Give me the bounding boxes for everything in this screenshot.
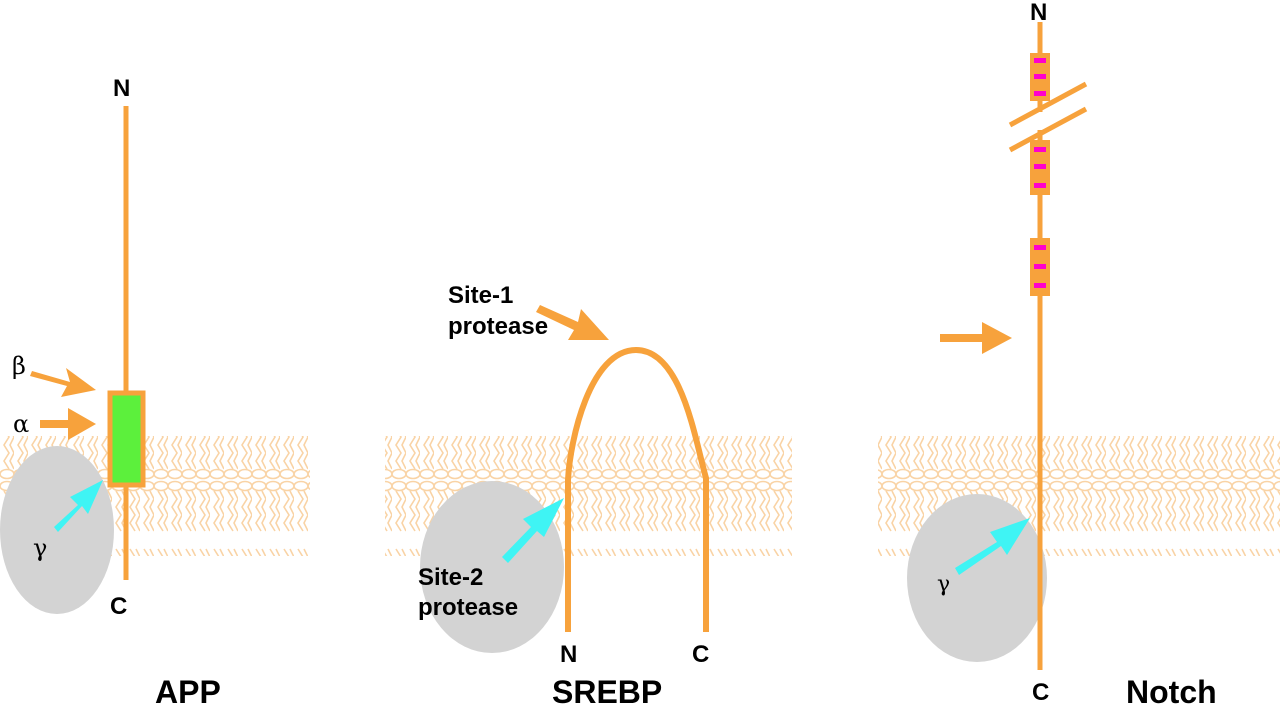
site1-label-line1: Site-1	[448, 282, 513, 309]
beta-cleavage-arrow	[30, 368, 96, 397]
app-gamma-arrow	[54, 480, 103, 532]
site2-label-line1: Site-2	[418, 564, 483, 591]
notch-repeat-block-1	[1030, 53, 1050, 101]
alpha-label: α	[13, 410, 29, 438]
alpha-cleavage-arrow	[40, 408, 96, 440]
notch-n-label: N	[1030, 0, 1047, 26]
notch-repeat-block-3	[1030, 238, 1050, 296]
app-c-label: C	[110, 593, 127, 620]
notch-c-label: C	[1032, 679, 1049, 705]
notch-panel: N C γ Notch	[878, 0, 1280, 705]
app-panel: N C β α γ APP	[0, 75, 310, 705]
notch-gamma-arrow	[955, 518, 1030, 575]
notch-gamma-label: γ	[937, 572, 950, 597]
chain-break-marks	[1008, 81, 1088, 153]
site1-label-line2: protease	[448, 313, 548, 340]
srebp-title: SREBP	[552, 674, 662, 705]
app-tm-domain	[107, 390, 146, 488]
notch-gamma-secretase	[907, 494, 1047, 662]
beta-label: β	[12, 352, 26, 380]
app-title: APP	[155, 674, 221, 705]
srebp-protein-loop	[565, 346, 709, 632]
site2-label-line2: protease	[418, 594, 518, 621]
srebp-panel: Site-1 protease Site-2 protease N C SREB…	[385, 282, 792, 705]
srebp-c-label: C	[692, 641, 709, 668]
app-n-label: N	[113, 75, 130, 102]
site1-cleavage-arrow	[536, 305, 609, 340]
app-gamma-label: γ	[33, 534, 47, 562]
notch-repeat-block-2	[1030, 140, 1050, 195]
notch-title: Notch	[1126, 674, 1217, 705]
srebp-n-label: N	[560, 641, 577, 668]
site2-gamma-arrow	[502, 498, 564, 563]
notch-cleavage-arrow	[940, 322, 1012, 354]
